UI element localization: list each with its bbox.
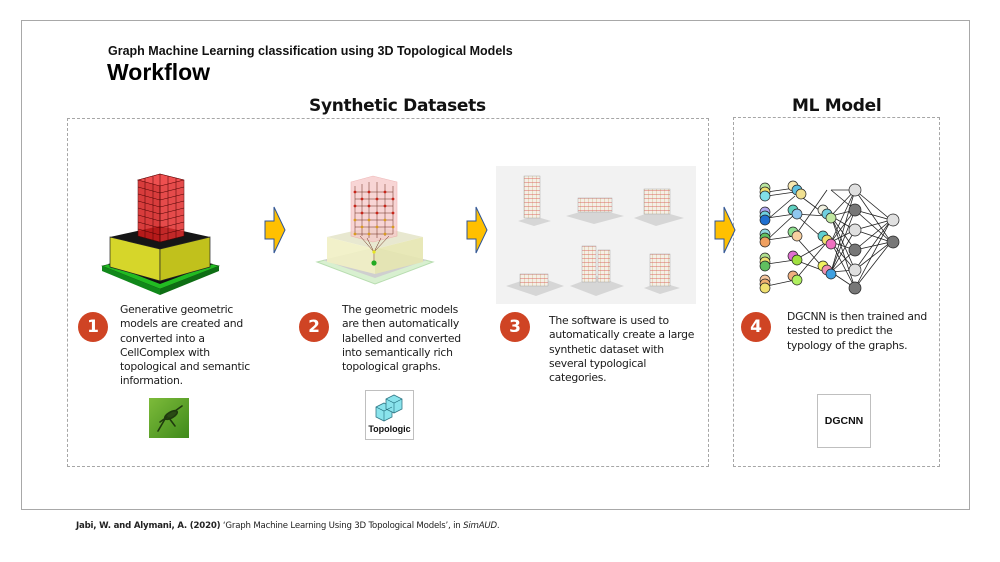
- step-4-description: DGCNN is then trained and tested to pred…: [787, 310, 927, 353]
- topological-graph-tower: [315, 172, 435, 297]
- citation-venue: SimAUD: [463, 521, 497, 531]
- step-1-line: converted into a: [120, 331, 205, 345]
- workflow-subtitle: Graph Machine Learning classification us…: [108, 44, 513, 58]
- cellcomplex-tower-model: [98, 168, 223, 298]
- step-2-badge: 2: [299, 312, 329, 342]
- step-1-line: information.: [120, 374, 183, 388]
- step-4-line: typology of the graphs.: [787, 338, 908, 352]
- grasshopper-logo: [149, 398, 189, 438]
- step-2-description: The geometric models are then automatica…: [342, 303, 461, 374]
- arrow-right-icon: [264, 206, 286, 254]
- step-2-line: into semantically rich: [342, 345, 453, 359]
- step-1-line: models are created and: [120, 317, 243, 331]
- step-2-line: topological graphs.: [342, 360, 441, 374]
- ml-model-box: [733, 117, 940, 467]
- step-1-line: topological and semantic: [120, 360, 250, 374]
- step-3-line: synthetic dataset with: [549, 342, 664, 356]
- step-1-badge: 1: [78, 312, 108, 342]
- step-4-line: tested to predict the: [787, 324, 893, 338]
- step-2-line: The geometric models: [342, 303, 459, 316]
- slide-frame: [21, 20, 970, 510]
- arrow-right-icon: [466, 206, 488, 254]
- step-3-line: The software is used to: [549, 314, 669, 327]
- synthetic-dataset-grid: [496, 166, 696, 304]
- synthetic-datasets-box: [67, 118, 709, 467]
- section-label-synthetic-datasets: Synthetic Datasets: [309, 96, 486, 116]
- dgcnn-network-diagram: [755, 180, 915, 295]
- workflow-title: Workflow: [107, 59, 211, 85]
- step-2-line: labelled and converted: [342, 331, 461, 345]
- step-3-badge: 3: [500, 312, 530, 342]
- arrow-right-icon: [714, 206, 736, 254]
- step-3-line: automatically create a large: [549, 328, 695, 342]
- citation-authors: Jabi, W. and Alymani, A. (2020): [76, 521, 221, 531]
- step-2-line: are then automatically: [342, 317, 459, 331]
- step-4-line: DGCNN is then trained and: [787, 310, 927, 323]
- topologic-logo-label: Topologic: [368, 424, 411, 434]
- grasshopper-icon: [157, 405, 183, 432]
- step-3-line: several typological: [549, 356, 647, 370]
- step-1-line: Generative geometric: [120, 303, 234, 316]
- section-label-ml-model: ML Model: [792, 96, 882, 116]
- dgcnn-logo-label: DGCNN: [824, 415, 864, 427]
- citation-title: ‘Graph Machine Learning Using 3D Topolog…: [220, 521, 464, 531]
- step-1-line: CellComplex with: [120, 345, 210, 359]
- step-3-description: The software is used to automatically cr…: [549, 314, 694, 385]
- dgcnn-logo: DGCNN: [817, 394, 871, 448]
- topologic-cubes-icon: [375, 394, 403, 422]
- citation: Jabi, W. and Alymani, A. (2020) ‘Graph M…: [76, 521, 500, 531]
- step-3-line: categories.: [549, 371, 607, 385]
- citation-end: .: [496, 521, 500, 531]
- step-1-description: Generative geometric models are created …: [120, 303, 250, 389]
- step-4-badge: 4: [741, 312, 771, 342]
- topologic-logo: Topologic: [365, 390, 414, 440]
